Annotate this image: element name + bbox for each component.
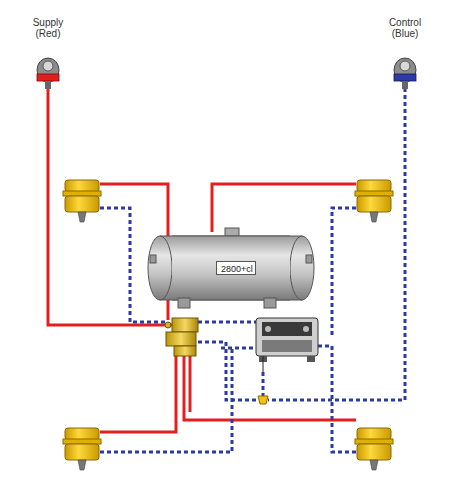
emergency-valve [165, 318, 198, 356]
connector-label: Control (Blue) [383, 17, 427, 39]
tee-fitting [258, 396, 268, 404]
connector-label: Supply (Red) [28, 17, 68, 39]
control-gladhand [394, 58, 416, 89]
control-line [100, 88, 405, 452]
capacity-plate: 2800+cl [216, 261, 256, 275]
abs-modulator [256, 318, 318, 372]
brake-chamber [63, 180, 393, 470]
air-tank [148, 228, 314, 308]
capacity-text: 2800+cl [221, 264, 251, 274]
supply-gladhand [37, 58, 59, 89]
supply-line [48, 88, 356, 432]
